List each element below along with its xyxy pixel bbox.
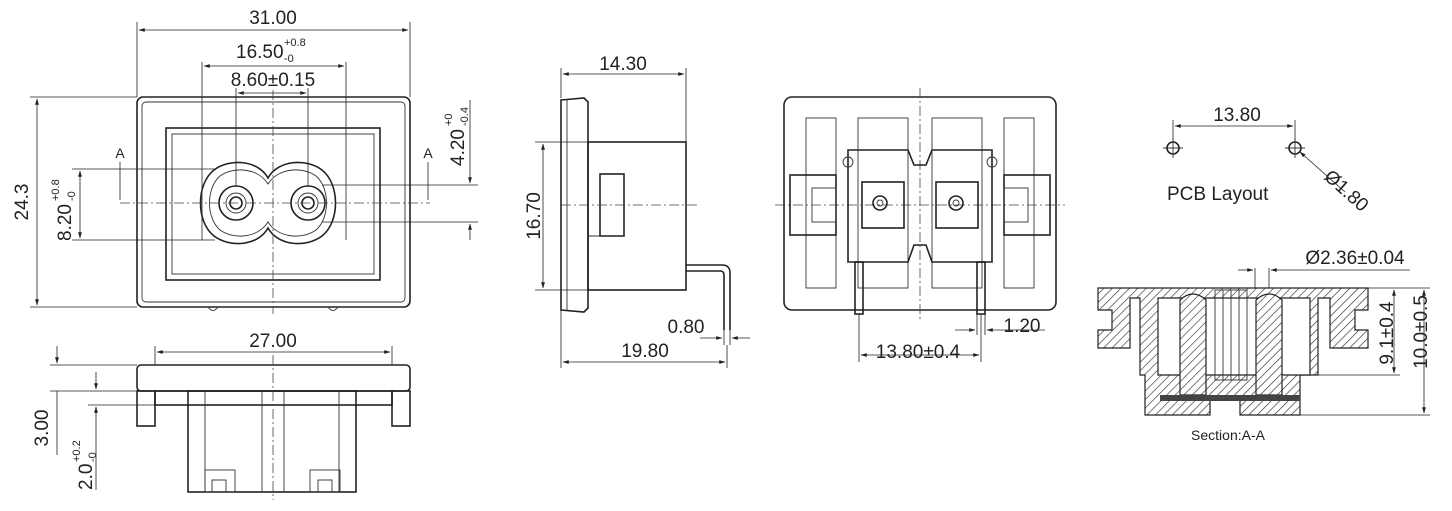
dim-13-80-pcb-label: 13.80 <box>1213 105 1261 126</box>
dim-2-0-tol-up: +0.2 <box>71 440 83 462</box>
dim-16-50-tol-dn: -0 <box>284 53 294 65</box>
dim-27-label: 27.00 <box>249 331 297 352</box>
bottom-view <box>50 346 411 500</box>
dim-10-0-label: 10.0±0.5 <box>1411 295 1432 369</box>
section-caption: Section:A-A <box>1191 427 1266 443</box>
dim-2-0: 2.0 +0.2 -0 <box>71 440 99 490</box>
dim-16-50-label: 16.50 <box>236 42 284 63</box>
dim-8-60-label: 8.60±0.15 <box>231 70 315 91</box>
dim-16-70-label: 16.70 <box>524 192 545 240</box>
dim-19-80-label: 19.80 <box>621 341 669 362</box>
pcb-hole-dia-label: Ø1.80 <box>1320 166 1373 216</box>
dim-2-0-tol-dn: -0 <box>87 452 99 462</box>
rear-view <box>775 88 1065 362</box>
dim-9-1-label: 9.1±0.4 <box>1377 301 1398 365</box>
dim-8-20-tol-dn: -0 <box>66 191 78 201</box>
pcb-layout-title: PCB Layout <box>1167 184 1269 205</box>
dim-4-20: 4.20 +0 -0.4 <box>443 107 471 166</box>
section-a-a <box>1097 268 1430 416</box>
section-mark-left: A <box>115 145 125 161</box>
side-view <box>535 68 750 368</box>
dim-4-20-tol-dn: -0.4 <box>459 107 471 126</box>
dim-16-50-tol-up: +0.8 <box>284 37 306 49</box>
dim-31-label: 31.00 <box>249 8 297 29</box>
dim-4-20-label: 4.20 <box>448 129 469 166</box>
pcb-layout <box>1163 120 1346 193</box>
dim-3-label: 3.00 <box>32 410 53 447</box>
dim-2-0-label: 2.0 <box>76 464 97 490</box>
dim-0-80-label: 0.80 <box>668 317 705 338</box>
dim-14-30-label: 14.30 <box>599 54 647 75</box>
dim-8-20-tol-up: +0.8 <box>50 179 62 201</box>
dim-1-20-label: 1.20 <box>1004 316 1041 337</box>
dim-13-80-rear-label: 13.80±0.4 <box>876 342 961 363</box>
dim-8-20-label: 8.20 <box>55 204 76 241</box>
dim-4-20-tol-up: +0 <box>443 113 455 126</box>
dim-8-20: 8.20 +0.8 -0 <box>50 179 78 241</box>
dim-dia-2-36-label: Ø2.36±0.04 <box>1305 248 1405 269</box>
section-mark-right: A <box>423 145 433 161</box>
front-view <box>30 22 478 314</box>
dim-24-3-label: 24.3 <box>12 184 33 221</box>
dim-16-50: 16.50 +0.8 -0 <box>236 37 306 65</box>
